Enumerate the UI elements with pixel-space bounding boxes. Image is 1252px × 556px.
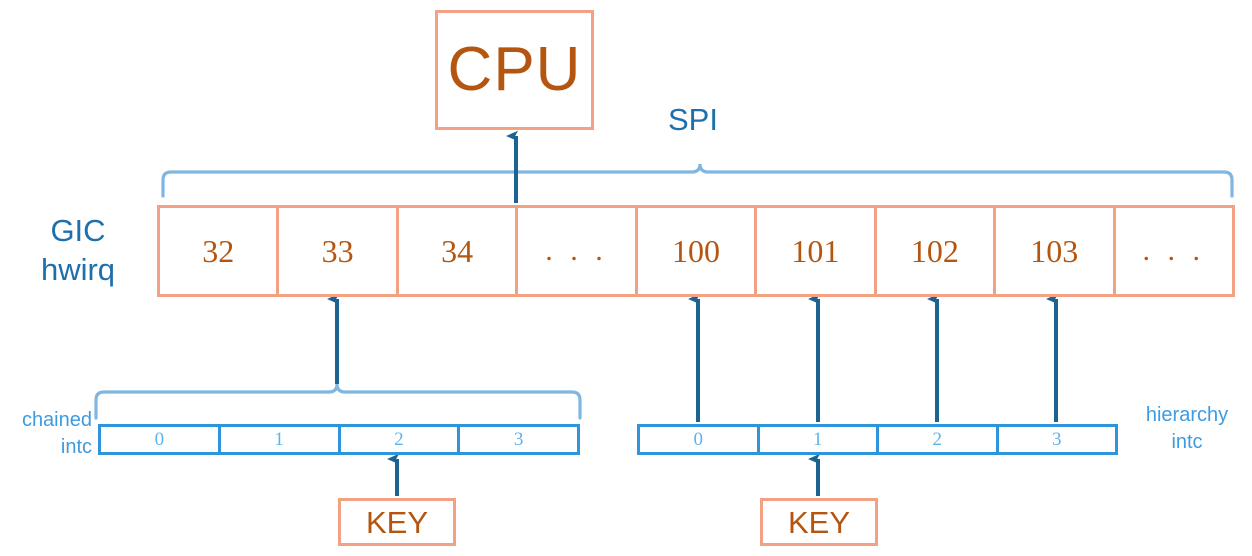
cpu-box: CPU: [435, 10, 594, 130]
key-label: KEY: [365, 504, 429, 540]
gic-label-line2: hwirq: [40, 251, 116, 287]
chained-intc-label-line2: intc: [60, 436, 92, 458]
chained-intc-cell: 2: [341, 427, 461, 452]
chained-intc-label: chained intc: [2, 407, 92, 461]
hierarchy-intc-label-line2: intc: [1171, 431, 1203, 453]
chained-intc-cell: 0: [101, 427, 221, 452]
gic-cell: 33: [279, 208, 399, 294]
gic-hwirq-row: 32 33 34 . . . 100 101 102 103 . . .: [157, 205, 1235, 297]
hierarchy-intc-cell: 1: [760, 427, 879, 452]
spi-brace: [161, 163, 1234, 198]
key-box-right: KEY: [760, 498, 878, 546]
gic-cell: 100: [638, 208, 758, 294]
gic-cell: 101: [757, 208, 877, 294]
spi-label: SPI: [668, 102, 718, 137]
chained-intc-cell: 3: [513, 428, 524, 450]
chained-intc-label-line1: chained: [21, 409, 92, 431]
gic-cell: . . .: [1142, 234, 1205, 267]
chained-intc-row: 0 1 2 3: [98, 424, 580, 455]
key-box-left: KEY: [338, 498, 456, 546]
key-label: KEY: [787, 504, 851, 540]
hierarchy-intc-cell: 2: [879, 427, 999, 452]
hierarchy-intc-cell: 3: [1052, 428, 1062, 450]
gic-cell: 102: [877, 208, 997, 294]
gic-cell: 103: [996, 208, 1116, 294]
gic-label-line1: GIC: [50, 213, 106, 248]
gic-cell: . . .: [518, 208, 638, 294]
gic-cell: 34: [399, 208, 519, 294]
cpu-label: CPU: [447, 35, 582, 104]
hierarchy-intc-label: hierarchy intc: [1128, 402, 1246, 456]
hierarchy-intc-row: 0 1 2 3: [637, 424, 1118, 455]
hierarchy-intc-label-line1: hierarchy: [1145, 404, 1229, 426]
gic-hwirq-label: GIC hwirq: [10, 212, 146, 290]
chained-intc-cell: 1: [221, 427, 341, 452]
chained-intc-brace: [94, 383, 582, 420]
gic-cell: 32: [160, 208, 280, 294]
hierarchy-intc-cell: 0: [640, 427, 760, 452]
